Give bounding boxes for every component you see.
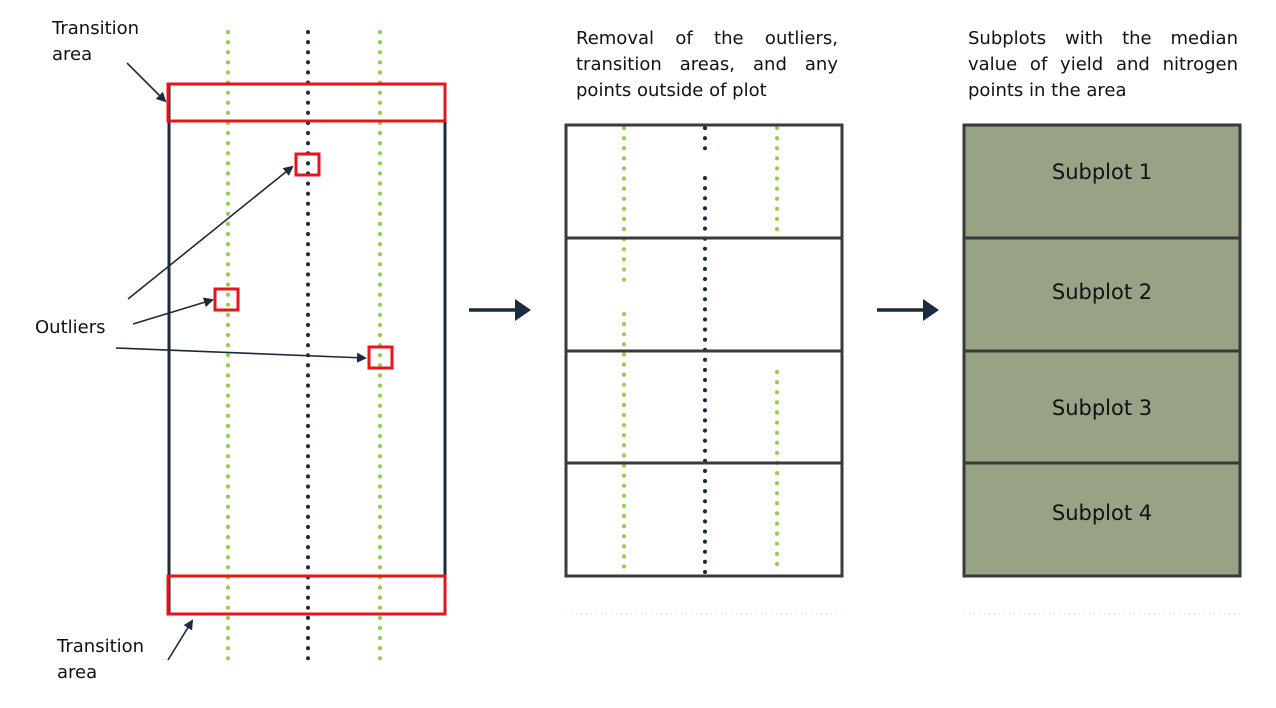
pointer-arrow-transition-bottom (167, 619, 194, 661)
pointer-arrow-outlier-1 (127, 165, 294, 300)
transition-area-bottom (166, 574, 447, 616)
flow-arrow-2 (877, 299, 939, 321)
outlier-box-1 (294, 152, 321, 177)
flow-arrow-1 (469, 299, 531, 321)
pointer-arrow-transition-top (126, 62, 167, 103)
outlier-box-3 (367, 345, 394, 370)
outlier-box-2 (213, 287, 240, 312)
outliers-label: Outliers (35, 317, 106, 338)
subplots-panel (962, 123, 1242, 615)
subplot-label-2: Subplot 2 (1051, 280, 1153, 304)
raw-plot-panel (115, 30, 447, 666)
pointer-arrow-outlier-2 (132, 297, 214, 325)
subplot-label-4: Subplot 4 (1051, 501, 1153, 525)
cleaning-step-caption: Removal of the outliers, transition area… (576, 28, 838, 101)
transition-area-top-label: Transition area (52, 18, 140, 65)
pointer-arrow-outlier-3 (115, 347, 367, 363)
transition-area-top (166, 82, 447, 123)
transition-area-bottom-label: Transition area (57, 636, 145, 683)
subplot-step-caption: Subplots with the median value of yield … (968, 28, 1238, 101)
subplot-label-1: Subplot 1 (1051, 160, 1153, 184)
cleaned-plot-panel (564, 123, 844, 615)
subplot-label-3: Subplot 3 (1051, 396, 1153, 420)
